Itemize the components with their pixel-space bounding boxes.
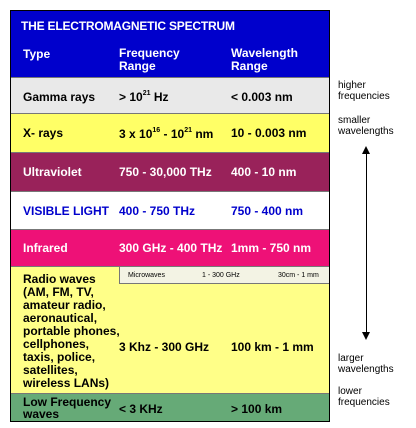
row-radio: Microwaves 1 - 300 GHz 30cm - 1 mm Radio…: [11, 266, 329, 393]
uv-type: Ultraviolet: [23, 165, 82, 179]
microwaves-subrow: Microwaves 1 - 300 GHz 30cm - 1 mm: [119, 267, 329, 284]
lf-type: Low Frequency waves: [23, 396, 111, 420]
xray-freq-a: 3 x 10: [119, 127, 153, 141]
radio-wavelength: 100 km - 1 mm: [231, 340, 314, 354]
header-frequency-line2: Range: [119, 59, 156, 73]
arrow-up-icon: [362, 146, 370, 154]
spectrum-table: THE ELECTROMAGNETIC SPECTRUM Type Freque…: [10, 10, 330, 422]
uv-frequency: 750 - 30,000 THz: [119, 165, 212, 179]
xray-freq-b-exp: 21: [184, 127, 192, 134]
label-lower-frequencies: lower frequencies: [338, 386, 390, 408]
arrow-shaft: [366, 152, 367, 336]
table-title: THE ELECTROMAGNETIC SPECTRUM: [21, 19, 235, 33]
radio-type-line: aeronautical,: [23, 311, 98, 325]
radio-type-line: amateur radio,: [23, 298, 106, 312]
header-frequency: Frequency Range: [119, 47, 180, 73]
radio-type-line: satellites,: [23, 363, 78, 377]
uv-wavelength: 400 - 10 nm: [231, 165, 297, 179]
row-visible: VISIBLE LIGHT 400 - 750 THz 750 - 400 nm: [11, 191, 329, 229]
visible-type: VISIBLE LIGHT: [23, 204, 110, 218]
xray-type: X- rays: [23, 126, 64, 140]
microwaves-frequency: 1 - 300 GHz: [202, 272, 240, 279]
xray-frequency: 3 x 1016 - 1021 nm: [119, 127, 213, 141]
radio-frequency: 3 Khz - 300 GHz: [119, 340, 210, 354]
radio-type: Radio waves (AM, FM, TV, amateur radio, …: [23, 273, 120, 390]
label-line: frequencies: [338, 91, 390, 102]
gamma-freq-unit: Hz: [150, 90, 169, 104]
gamma-freq-base: > 10: [119, 90, 143, 104]
infrared-frequency: 300 GHz - 400 THz: [119, 241, 223, 255]
row-infrared: Infrared 300 GHz - 400 THz 1mm - 750 nm: [11, 229, 329, 266]
visible-wavelength: 750 - 400 nm: [231, 204, 304, 218]
header-wavelength-line1: Wavelength: [231, 46, 298, 60]
radio-type-line: cellphones,: [23, 337, 90, 351]
radio-type-line: taxis, police,: [23, 350, 96, 364]
label-larger-wavelengths: larger wavelengths: [338, 353, 394, 375]
radio-type-line: portable phones,: [23, 324, 120, 338]
label-line: wavelengths: [338, 126, 394, 137]
label-line: higher: [338, 80, 366, 91]
gamma-freq-exp: 21: [142, 90, 151, 97]
xray-freq-unit: nm: [191, 127, 214, 141]
gamma-type: Gamma rays: [23, 90, 96, 104]
radio-type-line: wireless LANs): [23, 376, 110, 390]
infrared-type: Infrared: [23, 241, 68, 255]
row-gamma: Gamma rays > 1021 Hz < 0.003 nm: [11, 77, 329, 113]
header-wavelength: Wavelength Range: [231, 47, 298, 73]
visible-frequency: 400 - 750 THz: [119, 204, 196, 218]
header-frequency-line1: Frequency: [119, 46, 180, 60]
xray-wavelength: 10 - 0.003 nm: [231, 126, 307, 140]
gamma-wavelength: < 0.003 nm: [231, 90, 293, 104]
lf-wavelength: > 100 km: [231, 402, 283, 416]
label-line: larger: [338, 353, 364, 364]
radio-type-line: (AM, FM, TV,: [23, 285, 94, 299]
header-type: Type: [23, 47, 51, 61]
microwaves-label: Microwaves: [128, 272, 165, 279]
label-line: smaller: [338, 115, 371, 126]
xray-freq-a-exp: 16: [152, 127, 161, 134]
header-row: THE ELECTROMAGNETIC SPECTRUM Type Freque…: [11, 11, 329, 77]
label-line: lower: [338, 386, 362, 397]
xray-freq-b: - 10: [160, 127, 185, 141]
infrared-wavelength: 1mm - 750 nm: [231, 241, 312, 255]
microwaves-wavelength: 30cm - 1 mm: [278, 272, 319, 279]
row-low-frequency: Low Frequency waves < 3 KHz > 100 km: [11, 393, 329, 421]
label-line: frequencies: [338, 397, 390, 408]
header-wavelength-line2: Range: [231, 59, 268, 73]
row-xray: X- rays 3 x 1016 - 1021 nm 10 - 0.003 nm: [11, 113, 329, 152]
label-smaller-wavelengths: smaller wavelengths: [338, 115, 394, 137]
lf-type-line: waves: [23, 407, 60, 421]
lf-frequency: < 3 KHz: [119, 402, 163, 416]
arrow-down-icon: [362, 332, 370, 340]
radio-type-line: Radio waves: [23, 272, 96, 286]
row-ultraviolet: Ultraviolet 750 - 30,000 THz 400 - 10 nm: [11, 152, 329, 191]
label-line: wavelengths: [338, 364, 394, 375]
label-higher-frequencies: higher frequencies: [338, 80, 390, 102]
lf-type-line: Low Frequency: [23, 395, 112, 409]
gamma-frequency: > 1021 Hz: [119, 90, 169, 104]
